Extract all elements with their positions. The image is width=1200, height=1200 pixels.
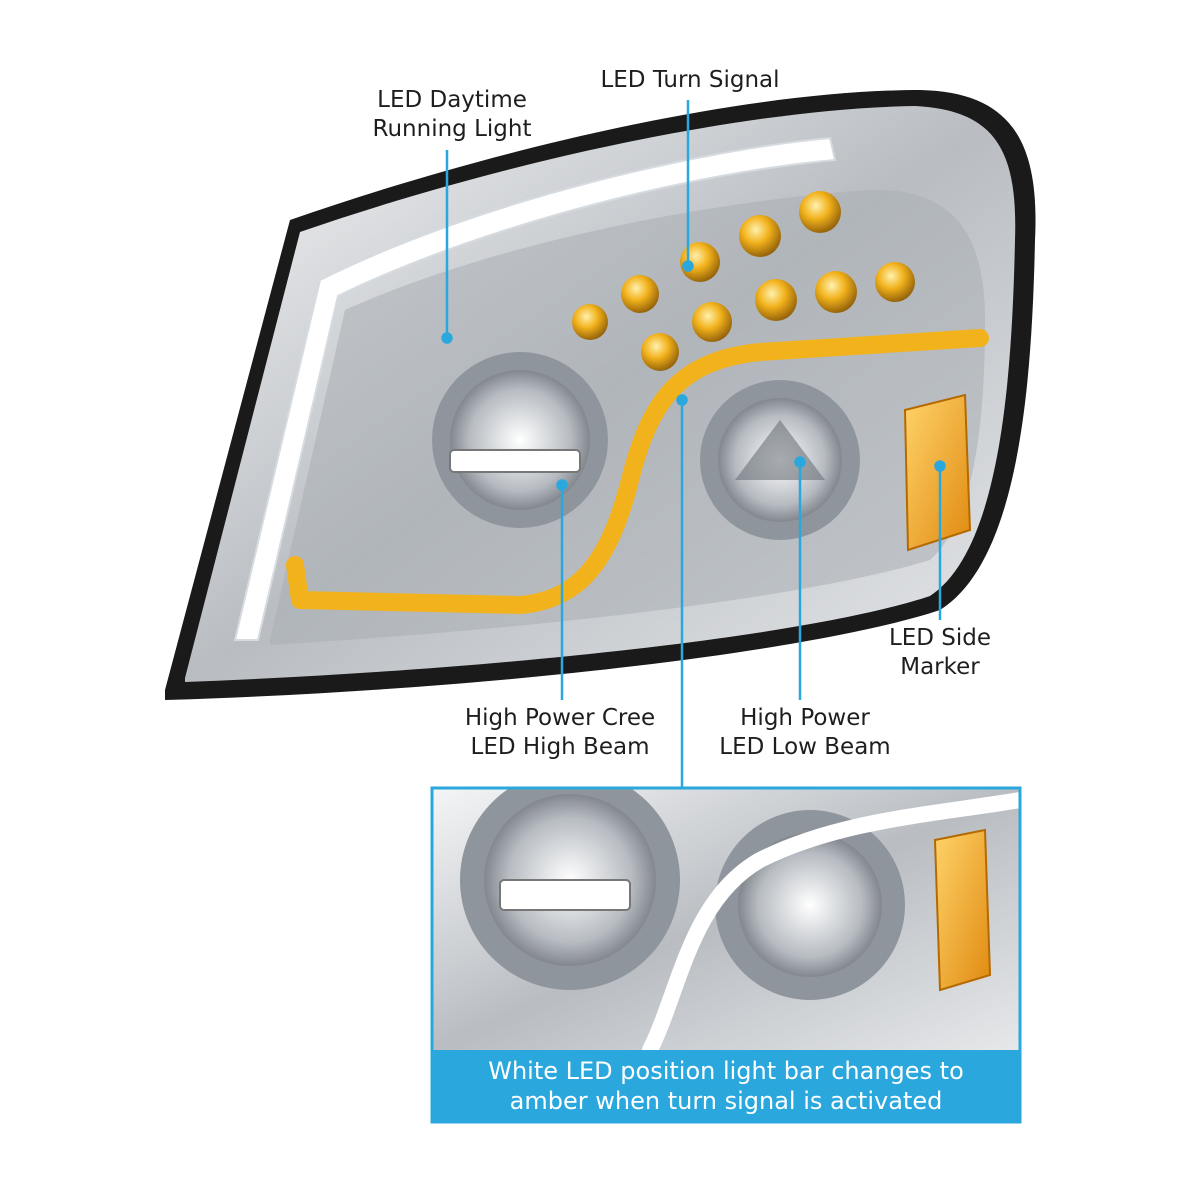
callout-turn-signal-line1: LED Turn Signal (600, 67, 780, 93)
inset-caption-line2: amber when turn signal is activated (509, 1087, 943, 1115)
amber-led (815, 271, 857, 313)
amber-led (572, 304, 608, 340)
callout-lines (441, 100, 946, 788)
callout-drl: LED Daytime Running Light (352, 86, 552, 144)
callout-side-marker-line1: LED Side (888, 625, 992, 651)
callout-drl-line1: LED Daytime (377, 87, 527, 113)
low-beam-projector (700, 380, 860, 540)
amber-led (755, 279, 797, 321)
callout-high-beam: High Power Cree LED High Beam (440, 704, 680, 762)
callout-high-beam-line1: High Power Cree (464, 705, 656, 731)
amber-led (799, 191, 841, 233)
inset-caption: White LED position light bar changes to … (432, 1050, 1020, 1122)
callout-low-beam: High Power LED Low Beam (700, 704, 910, 762)
amber-led (692, 302, 732, 342)
callout-side-marker-line2: Marker (900, 654, 980, 680)
callout-low-beam-line2: LED Low Beam (719, 734, 891, 760)
amber-light-bar (286, 329, 989, 614)
drl-strip (233, 136, 837, 641)
callout-drl-line2: Running Light (372, 116, 532, 142)
amber-led (739, 215, 781, 257)
side-marker (903, 393, 972, 552)
callout-low-beam-line1: High Power (740, 705, 870, 731)
inset-photo (430, 786, 1022, 1124)
callout-high-beam-line2: LED High Beam (470, 734, 650, 760)
amber-led (680, 242, 720, 282)
turn-signal-leds (572, 191, 915, 371)
callout-turn-signal: LED Turn Signal (580, 66, 800, 95)
amber-led (641, 333, 679, 371)
amber-led (875, 262, 915, 302)
callout-side-marker: LED Side Marker (870, 624, 1010, 682)
inset-caption-line1: White LED position light bar changes to (488, 1057, 964, 1085)
amber-led (621, 275, 659, 313)
high-beam-projector (432, 352, 608, 528)
